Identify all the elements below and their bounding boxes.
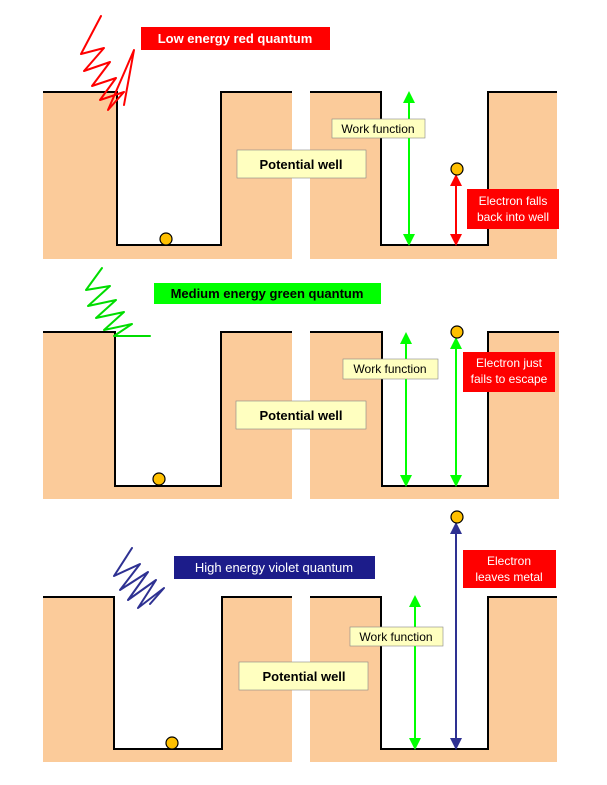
panel-high-energy: High energy violet quantum Work function… <box>43 510 557 762</box>
work-function-label-box <box>349 626 444 647</box>
work-function-label-box <box>342 358 439 380</box>
left-metal-block <box>43 92 292 259</box>
electron-label-box <box>463 352 555 392</box>
right-electron <box>450 162 464 176</box>
left-electron <box>165 736 179 750</box>
electron-label-box <box>467 189 559 229</box>
quantum-label-box <box>141 27 330 50</box>
work-function-label: Work function <box>359 630 432 644</box>
well-label: Potential well <box>262 669 345 684</box>
electron-label-box <box>463 550 556 588</box>
left-well-outline <box>43 596 292 750</box>
quantum-label: Low energy red quantum <box>158 31 313 46</box>
electron-label-line-2: back into well <box>477 210 549 224</box>
left-metal-block <box>43 597 292 762</box>
well-label-box <box>238 661 369 691</box>
right-well-outline <box>310 596 557 750</box>
well-label-box <box>236 149 367 179</box>
left-metal-block <box>43 332 292 499</box>
green-photon-wave <box>85 267 151 337</box>
right-electron <box>450 325 464 339</box>
left-electron <box>152 472 166 486</box>
left-well-outline <box>43 331 292 487</box>
right-well-outline <box>310 91 557 246</box>
well-label-box <box>235 400 367 430</box>
quantum-label: High energy violet quantum <box>195 560 353 575</box>
panel-medium-energy: Medium energy green quantum Work functio… <box>43 267 559 499</box>
electron-label-line-2: leaves metal <box>475 570 542 584</box>
violet-photon-wave <box>113 547 165 609</box>
quantum-label: Medium energy green quantum <box>171 286 364 301</box>
work-function-label: Work function <box>353 362 426 376</box>
panel-low-energy: Low energy red quantum Work function Pot… <box>43 15 559 259</box>
well-label: Potential well <box>259 408 342 423</box>
right-electron <box>450 510 464 524</box>
electron-label-line-1: Electron falls <box>479 194 548 208</box>
quantum-label-box <box>174 556 375 579</box>
work-function-label: Work function <box>341 122 414 136</box>
red-photon-wave <box>80 15 135 111</box>
quantum-label-box <box>154 283 381 304</box>
right-well-outline <box>310 331 559 487</box>
well-label: Potential well <box>259 157 342 172</box>
left-electron <box>159 232 173 246</box>
electron-label-line-2: fails to escape <box>471 372 548 386</box>
work-function-label-box <box>331 118 426 139</box>
electron-label-line-1: Electron just <box>476 356 543 370</box>
electron-label-line-1: Electron <box>487 554 531 568</box>
